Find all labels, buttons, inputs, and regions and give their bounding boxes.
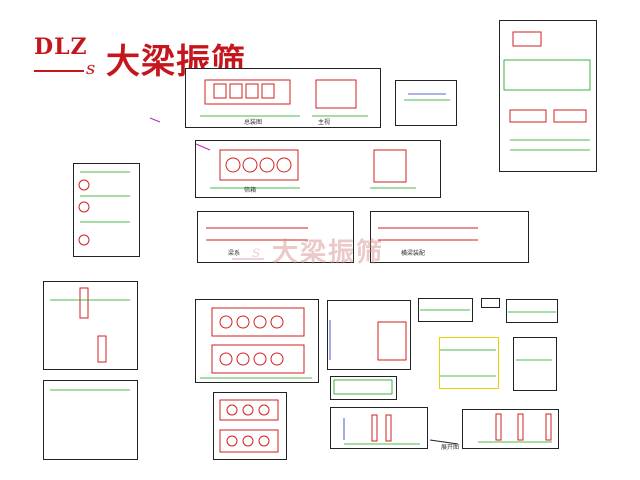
brand-underline	[34, 70, 84, 72]
watermark: s 大梁振筛	[232, 232, 422, 268]
drawing-sheet-shaft-parts[interactable]	[43, 281, 138, 370]
drawing-sheet-motor-parts[interactable]	[43, 380, 138, 460]
drawing-sheet-parts-list[interactable]	[499, 20, 597, 172]
caption-general-view: 总装图	[244, 119, 263, 126]
caption-frame: 筛箱	[244, 187, 257, 194]
drawing-sheet-highlighted[interactable]	[439, 337, 499, 389]
brand-sub-letter: s	[86, 58, 96, 79]
drawing-sheet-beam-a[interactable]: 梁系	[197, 211, 354, 263]
drawing-sheet-clamp[interactable]	[506, 299, 558, 323]
drawing-sheet-exciter[interactable]	[213, 392, 287, 460]
caption-unfold: 展开图	[441, 444, 460, 451]
caption-side-view: 主视	[318, 119, 331, 126]
drawing-sheet-unfold-a[interactable]	[330, 407, 428, 449]
drawing-sheet-side-plate[interactable]	[327, 300, 411, 370]
caption-beam-b: 横梁装配	[401, 250, 426, 257]
drawing-sheet-bearings[interactable]	[73, 163, 140, 257]
drawing-sheet-general-assembly[interactable]: 总装图 主视	[185, 68, 381, 128]
watermark-sub-letter: s	[252, 242, 261, 261]
drawing-sheet-small-detail[interactable]	[395, 80, 457, 126]
drawing-sheet-beam-b[interactable]: 横梁装配	[370, 211, 529, 263]
drawing-sheet-tiny[interactable]	[481, 298, 500, 308]
drawing-sheet-bracket[interactable]	[513, 337, 557, 391]
watermark-underline	[232, 258, 264, 260]
drawing-sheet-screen-box[interactable]	[195, 299, 319, 383]
brand-letters: DLZ	[34, 34, 88, 60]
brand-logo-mark: DLZ s	[34, 34, 100, 80]
caption-beam-a: 梁系	[228, 250, 241, 257]
watermark-name: 大梁振筛	[272, 238, 385, 268]
